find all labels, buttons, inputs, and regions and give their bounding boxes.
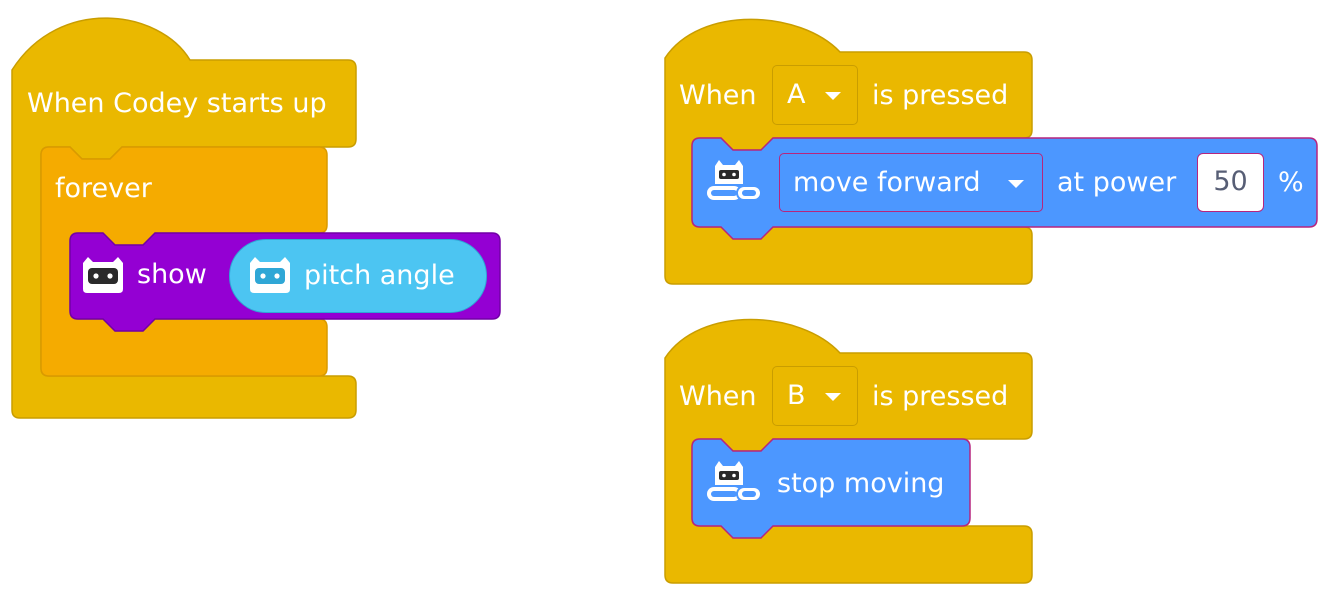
button-a-dropdown[interactable]: A (772, 65, 858, 125)
stop-moving-label: stop moving (777, 468, 945, 499)
when-label: When (679, 381, 757, 412)
chevron-down-icon (825, 393, 841, 401)
forever-label: forever (55, 173, 152, 204)
button-b-value: B (787, 380, 806, 411)
is-pressed-label: is pressed (872, 80, 1009, 111)
power-input[interactable]: 50 (1197, 153, 1264, 212)
pitch-angle-reporter[interactable]: pitch angle (229, 239, 487, 313)
at-power-label: at power (1057, 167, 1177, 198)
move-direction-dropdown[interactable]: move forward (779, 153, 1043, 212)
when-label: When (679, 80, 757, 111)
button-a-value: A (787, 79, 806, 110)
pitch-angle-label: pitch angle (304, 260, 455, 291)
percent-label: % (1278, 167, 1304, 198)
codey-face-icon (83, 257, 123, 293)
button-b-dropdown[interactable]: B (772, 366, 858, 426)
move-direction-value: move forward (793, 167, 981, 198)
show-label: show (137, 259, 207, 290)
stop-block[interactable] (691, 438, 971, 539)
hat-label: When Codey starts up (27, 88, 327, 119)
chevron-down-icon (825, 92, 841, 100)
chevron-down-icon (1008, 180, 1024, 188)
codey-face-icon (250, 257, 290, 293)
is-pressed-label: is pressed (872, 381, 1009, 412)
